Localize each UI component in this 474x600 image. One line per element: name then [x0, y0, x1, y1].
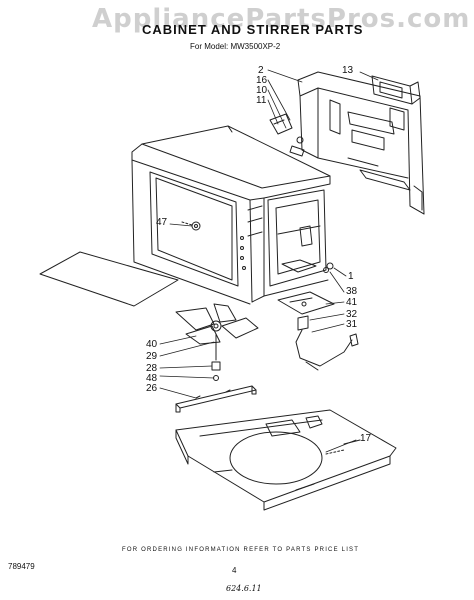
part-40-tray	[39, 251, 179, 307]
callout-32: 32	[346, 309, 358, 320]
document-code: 789479	[8, 562, 35, 571]
callout-40: 40	[146, 339, 158, 350]
part-26-bracket	[175, 385, 257, 413]
callout-41: 41	[346, 297, 358, 308]
part-17-base-plate	[175, 409, 397, 511]
callout-31: 31	[346, 319, 358, 330]
callout-28: 28	[146, 363, 158, 374]
watermark: AppliancePartsPros.com	[92, 4, 471, 34]
callout-26: 26	[146, 383, 158, 394]
part-29-stirrer-blade	[175, 303, 259, 381]
callout-38: 38	[346, 286, 358, 297]
callout-17: 17	[360, 433, 372, 444]
small-switch-parts	[269, 113, 305, 157]
callout-11: 11	[256, 95, 267, 106]
part-13-module	[371, 75, 421, 105]
callout-1: 1	[348, 271, 354, 282]
callout-10: 10	[256, 85, 268, 96]
part-41-motor-plate	[277, 267, 335, 315]
rear-panel-assembly	[297, 71, 425, 215]
ordering-note: FOR ORDERING INFORMATION REFER TO PARTS …	[122, 547, 360, 553]
callout-29: 29	[146, 351, 158, 362]
callout-2: 2	[258, 65, 264, 76]
callout-13: 13	[342, 65, 354, 76]
cabinet	[131, 125, 334, 305]
page-title: CABINET AND STIRRER PARTS	[142, 22, 364, 37]
callout-16: 16	[256, 75, 268, 86]
leader-lines	[159, 69, 379, 453]
callout-47: 47	[156, 217, 168, 228]
callout-48: 48	[146, 373, 158, 384]
handwritten-mark: 624.6.11	[226, 584, 262, 593]
page-number: 4	[232, 566, 237, 575]
model-subtitle: For Model: MW3500XP-2	[190, 42, 281, 51]
part-31-cord	[295, 315, 359, 371]
